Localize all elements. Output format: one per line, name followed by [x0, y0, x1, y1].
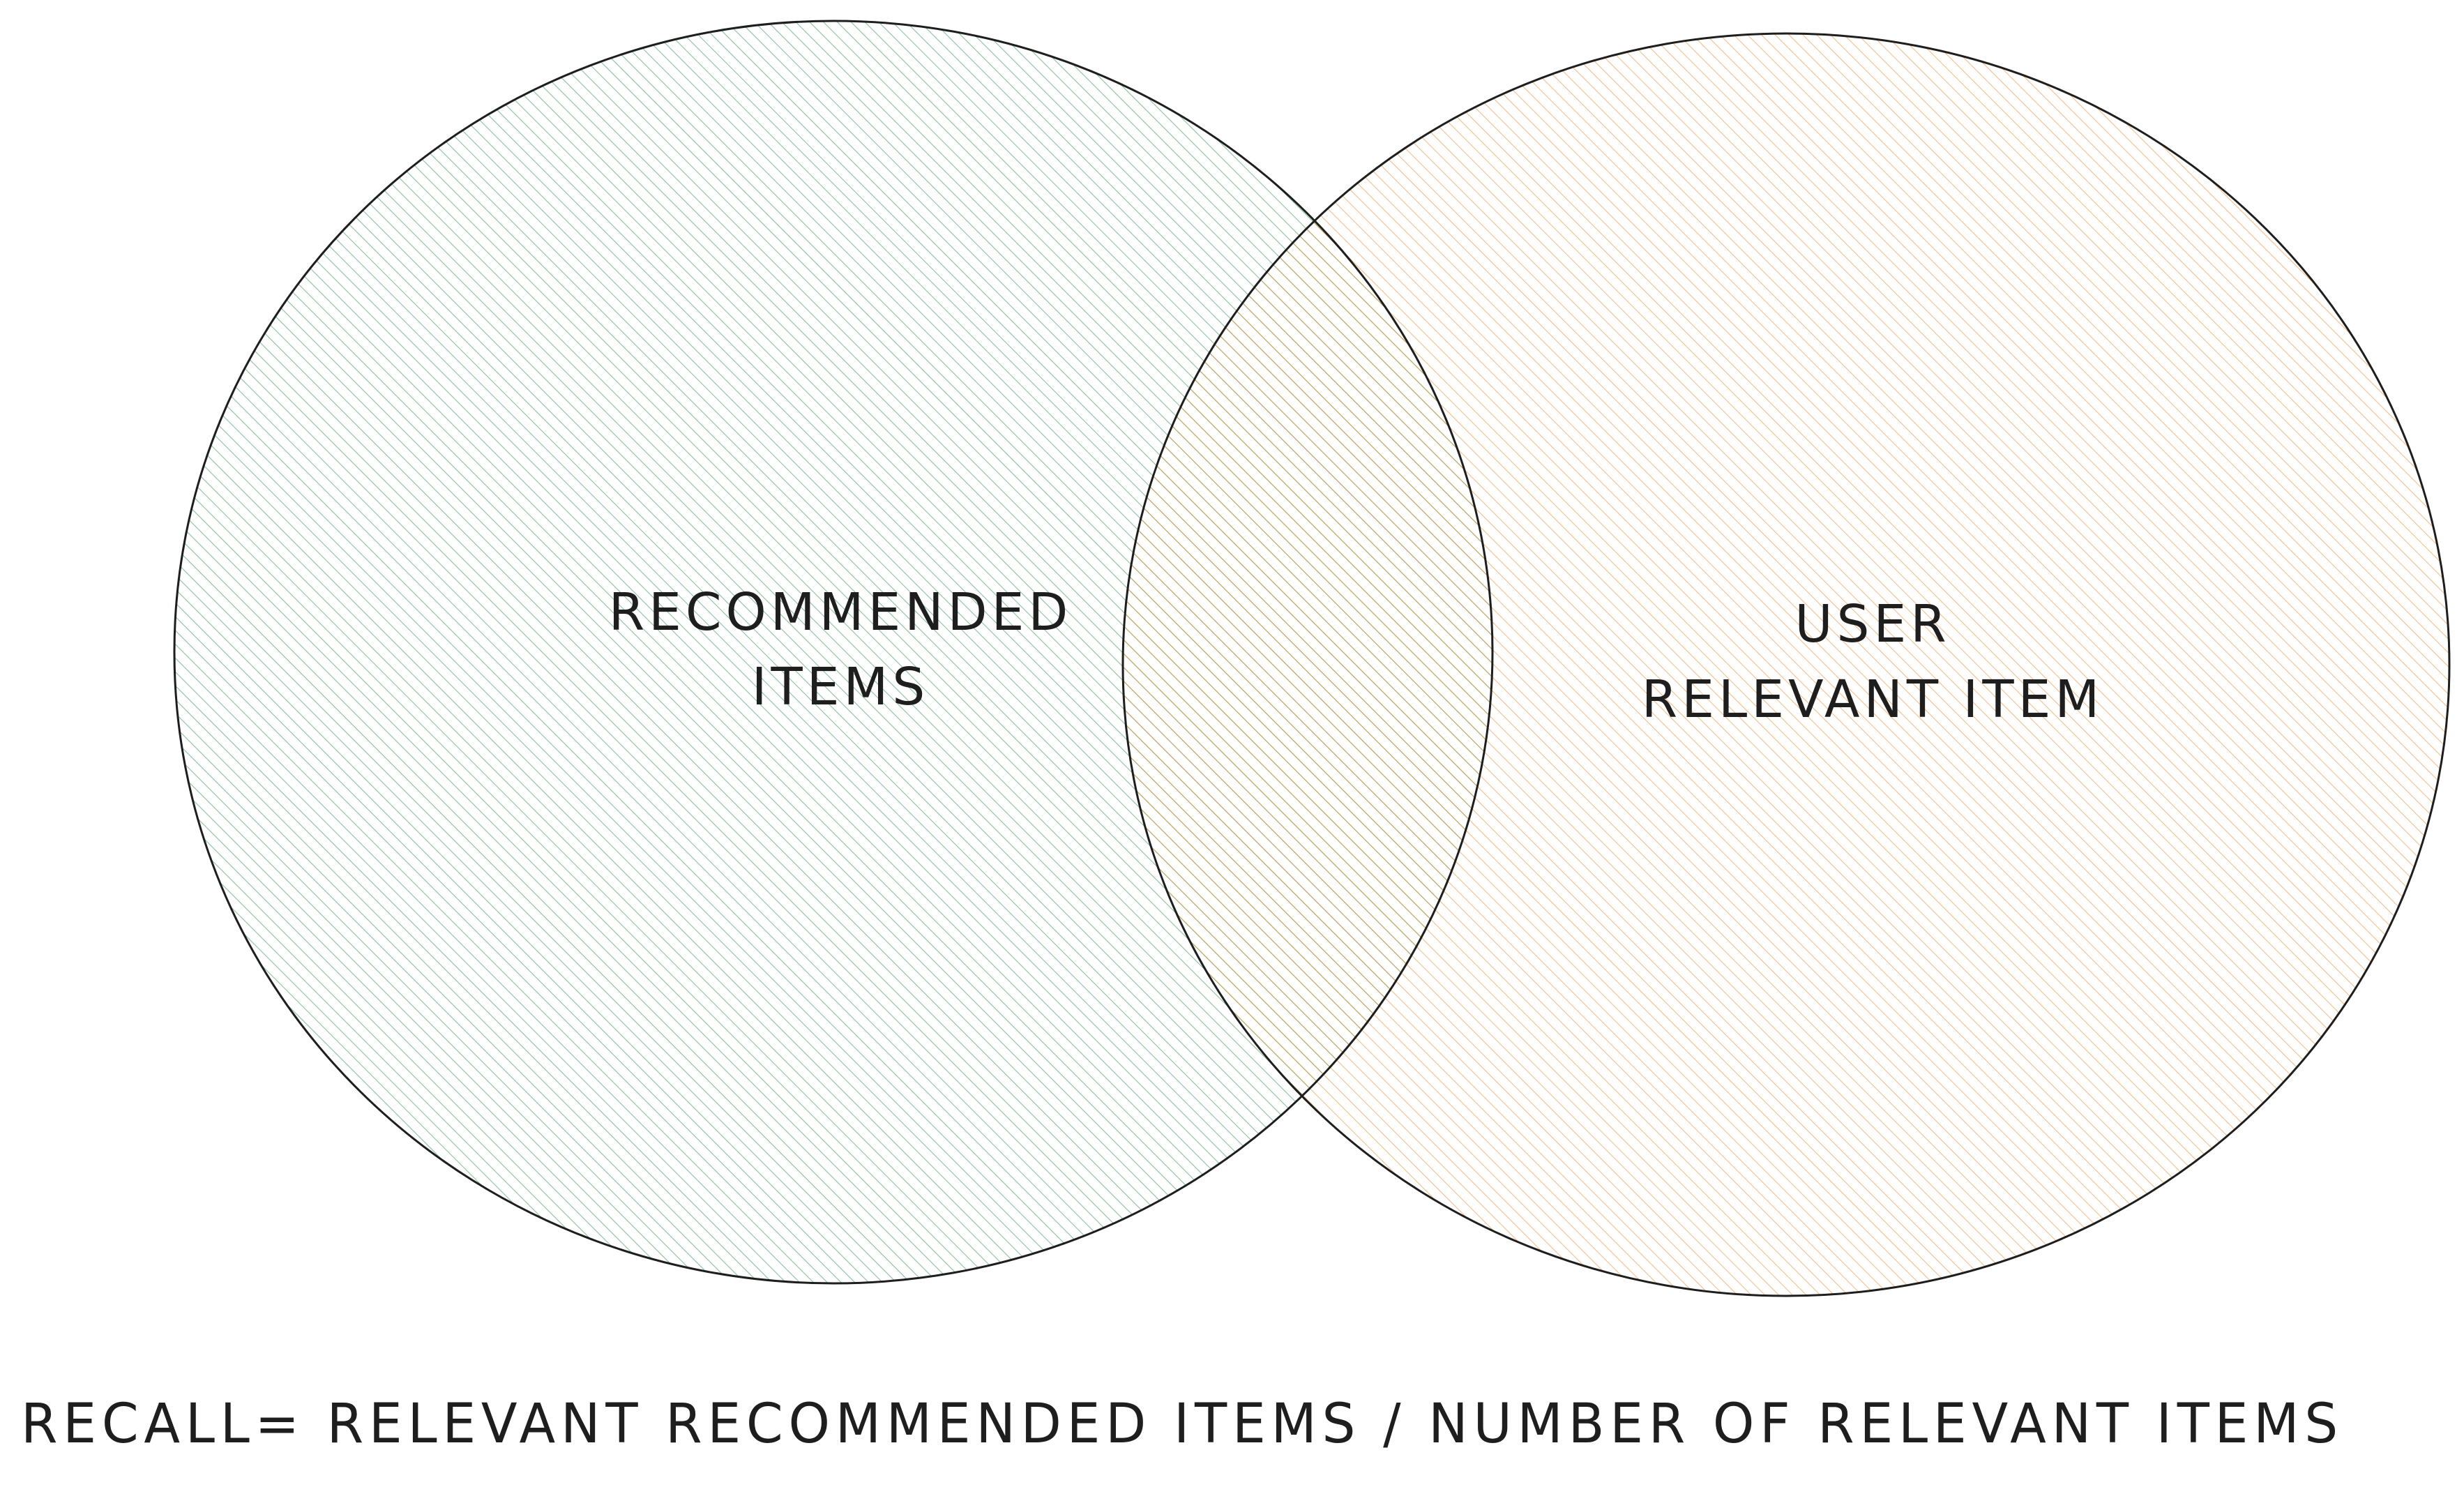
recommended-items-set: [174, 21, 1492, 1283]
recall-formula: RECALL= RELEVANT RECOMMENDED ITEMS / NUM…: [21, 1393, 2343, 1456]
recommended-items-label-line1: RECOMMENDED: [609, 582, 1073, 642]
recommended-items-label-line2: ITEMS: [752, 657, 930, 717]
user-relevant-item-label-line2: RELEVANT ITEM: [1642, 670, 2103, 730]
user-relevant-items-set: [1123, 33, 2449, 1296]
user-relevant-items-outline: [1121, 32, 2451, 1297]
user-relevant-item-label-line1: USER: [1794, 594, 1950, 654]
recommended-items-outline: [173, 20, 1494, 1285]
